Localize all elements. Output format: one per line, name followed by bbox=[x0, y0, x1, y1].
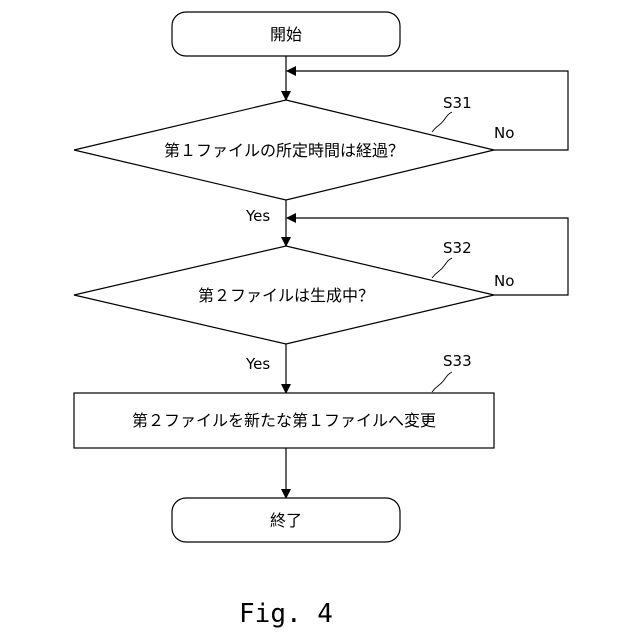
decision-s31-yes-label: Yes bbox=[245, 207, 270, 225]
end-label: 終了 bbox=[270, 511, 302, 530]
decision-s32-yes-label: Yes bbox=[245, 355, 270, 373]
decision-s32-ref: S32 bbox=[443, 239, 472, 257]
decision-s31-no-label: No bbox=[494, 124, 514, 142]
decision-s32-leader bbox=[432, 258, 452, 278]
decision-s31-ref: S31 bbox=[443, 94, 472, 112]
decision-s32-no-label: No bbox=[494, 272, 514, 290]
process-s33-label: 第２ファイルを新たな第１ファイルへ変更 bbox=[132, 411, 436, 430]
start-label: 開始 bbox=[270, 25, 302, 44]
process-s33-ref: S33 bbox=[443, 352, 472, 370]
process-s33-leader bbox=[432, 372, 452, 392]
figure-caption: Fig. 4 bbox=[239, 599, 333, 629]
decision-s31-leader bbox=[432, 112, 452, 132]
decision-s32-label: 第２ファイルは生成中？ bbox=[198, 286, 374, 305]
decision-s31-label: 第１ファイルの所定時間は経過？ bbox=[164, 141, 404, 160]
